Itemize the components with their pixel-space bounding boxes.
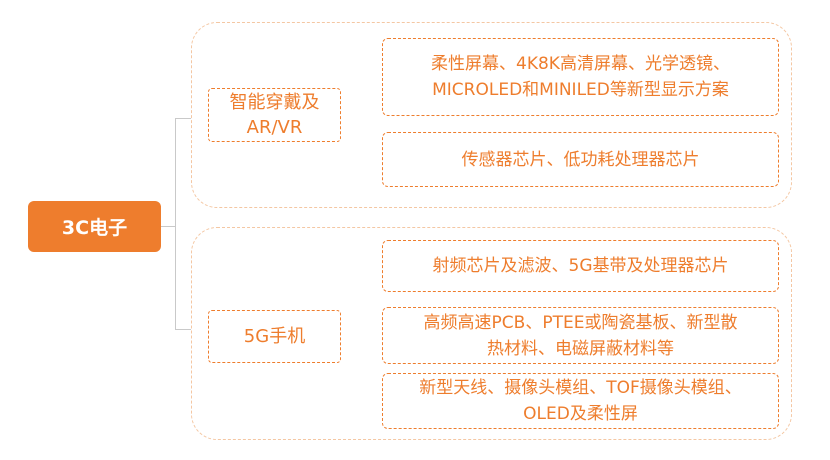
item-antenna-camera: 新型天线、摄像头模组、TOF摄像头模组、 OLED及柔性屏	[382, 373, 779, 429]
connector-root	[161, 226, 175, 227]
item-pcb-materials: 高频高速PCB、PTEE或陶瓷基板、新型散 热材料、电磁屏蔽材料等	[382, 307, 779, 364]
root-label: 3C电子	[61, 217, 128, 239]
item-line: 传感器芯片、低功耗处理器芯片	[461, 149, 700, 170]
item-line: OLED及柔性屏	[523, 404, 638, 424]
item-line: MICROLED和MINILED等新型显示方案	[432, 80, 729, 100]
item-rf-chips: 射频芯片及滤波、5G基带及处理器芯片	[382, 240, 779, 292]
connector-branch-2	[175, 329, 191, 330]
category-line: 智能穿戴及	[229, 92, 320, 113]
group-wearables	[191, 22, 792, 208]
item-line: 射频芯片及滤波、5G基带及处理器芯片	[432, 256, 729, 276]
item-line: 新型天线、摄像头模组、TOF摄像头模组、	[419, 378, 742, 398]
root-node: 3C电子	[28, 201, 161, 252]
item-line: 柔性屏幕、4K8K高清屏幕、光学透镜、	[431, 54, 730, 74]
category-5g-phone: 5G手机	[208, 310, 341, 363]
category-line: AR/VR	[246, 117, 303, 138]
item-line: 高频高速PCB、PTEE或陶瓷基板、新型散	[423, 312, 738, 333]
group-5g-phone	[191, 227, 792, 440]
item-display-solutions: 柔性屏幕、4K8K高清屏幕、光学透镜、 MICROLED和MINILED等新型显…	[382, 38, 779, 116]
connector-spine	[175, 118, 176, 329]
item-sensor-chips: 传感器芯片、低功耗处理器芯片	[382, 132, 779, 187]
connector-branch-1	[175, 118, 191, 119]
category-line: 5G手机	[243, 326, 306, 347]
category-wearables-ar-vr: 智能穿戴及 AR/VR	[208, 88, 341, 142]
item-line: 热材料、电磁屏蔽材料等	[487, 338, 674, 359]
